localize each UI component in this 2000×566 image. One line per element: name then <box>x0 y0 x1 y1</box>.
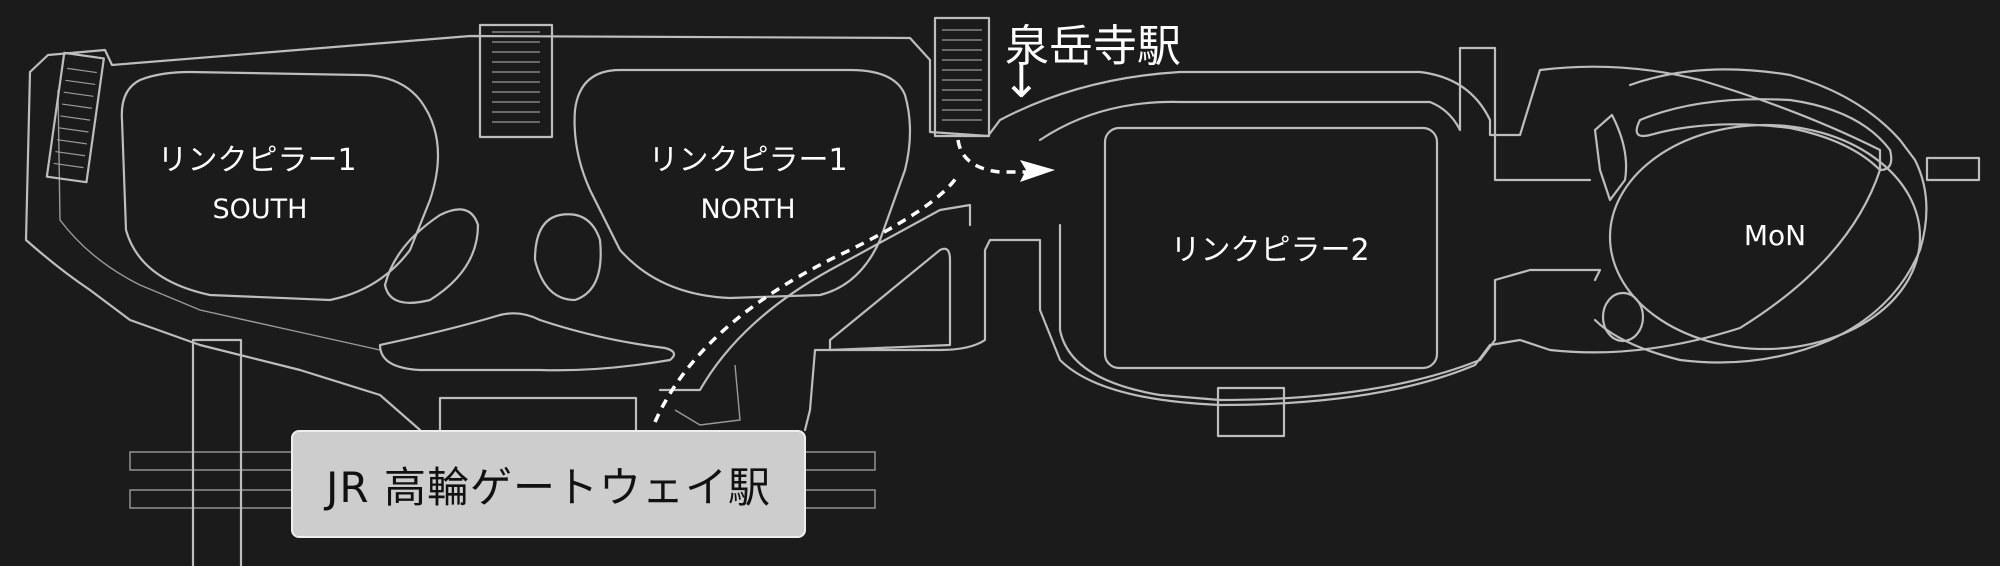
link-pillar-2-label: リンクピラー2 <box>1170 233 1369 268</box>
inner-corridor <box>57 89 381 351</box>
link-pillar-1-south-room <box>120 70 440 302</box>
link-pillar-2-top <box>1038 46 1592 182</box>
central-bridge <box>378 312 676 372</box>
diagonal-corridor-inner <box>828 247 952 352</box>
link-pillar-2-outer <box>1058 223 1602 402</box>
main-building-outline <box>28 34 1882 432</box>
link-pillar-1-north-label: リンクピラー1 <box>648 143 847 178</box>
central-lobe-right <box>533 213 602 302</box>
route-arrowhead <box>1020 160 1055 182</box>
mon-entrance <box>1593 113 1628 202</box>
link-pillar-1-north-sub: NORTH <box>700 194 795 225</box>
central-lobe-left <box>383 208 480 304</box>
mon-outer <box>1593 68 1928 364</box>
walking-route <box>653 139 1030 423</box>
mon-exit <box>1925 156 1981 182</box>
link-pillar-2-annex <box>1216 386 1286 438</box>
takanawa-gateway-station-label: JR 高輪ゲートウェイ駅 <box>326 462 771 512</box>
link-pillar-1-north-room <box>573 68 912 300</box>
diagonal-corridor <box>658 203 972 392</box>
takanawa-gateway-station-box: JR 高輪ゲートウェイ駅 <box>291 430 806 538</box>
mon-small-room <box>1601 291 1645 343</box>
mon-inner-corridor <box>1635 98 1893 172</box>
corridor-step <box>674 364 741 426</box>
mon-label: MoN <box>1744 219 1806 252</box>
link-pillar-2-room <box>1103 126 1439 370</box>
platform-rect <box>438 396 638 436</box>
sengakuji-station-label: 泉岳寺駅 <box>1005 21 1181 72</box>
main-building-left-edge <box>24 70 422 432</box>
link-pillar-1-south-label: リンクピラー1 <box>157 143 356 178</box>
escalators <box>45 16 991 184</box>
link-pillar-1-south-sub: SOUTH <box>213 194 308 225</box>
down-arrow-icon: ↓ <box>1002 54 1041 108</box>
